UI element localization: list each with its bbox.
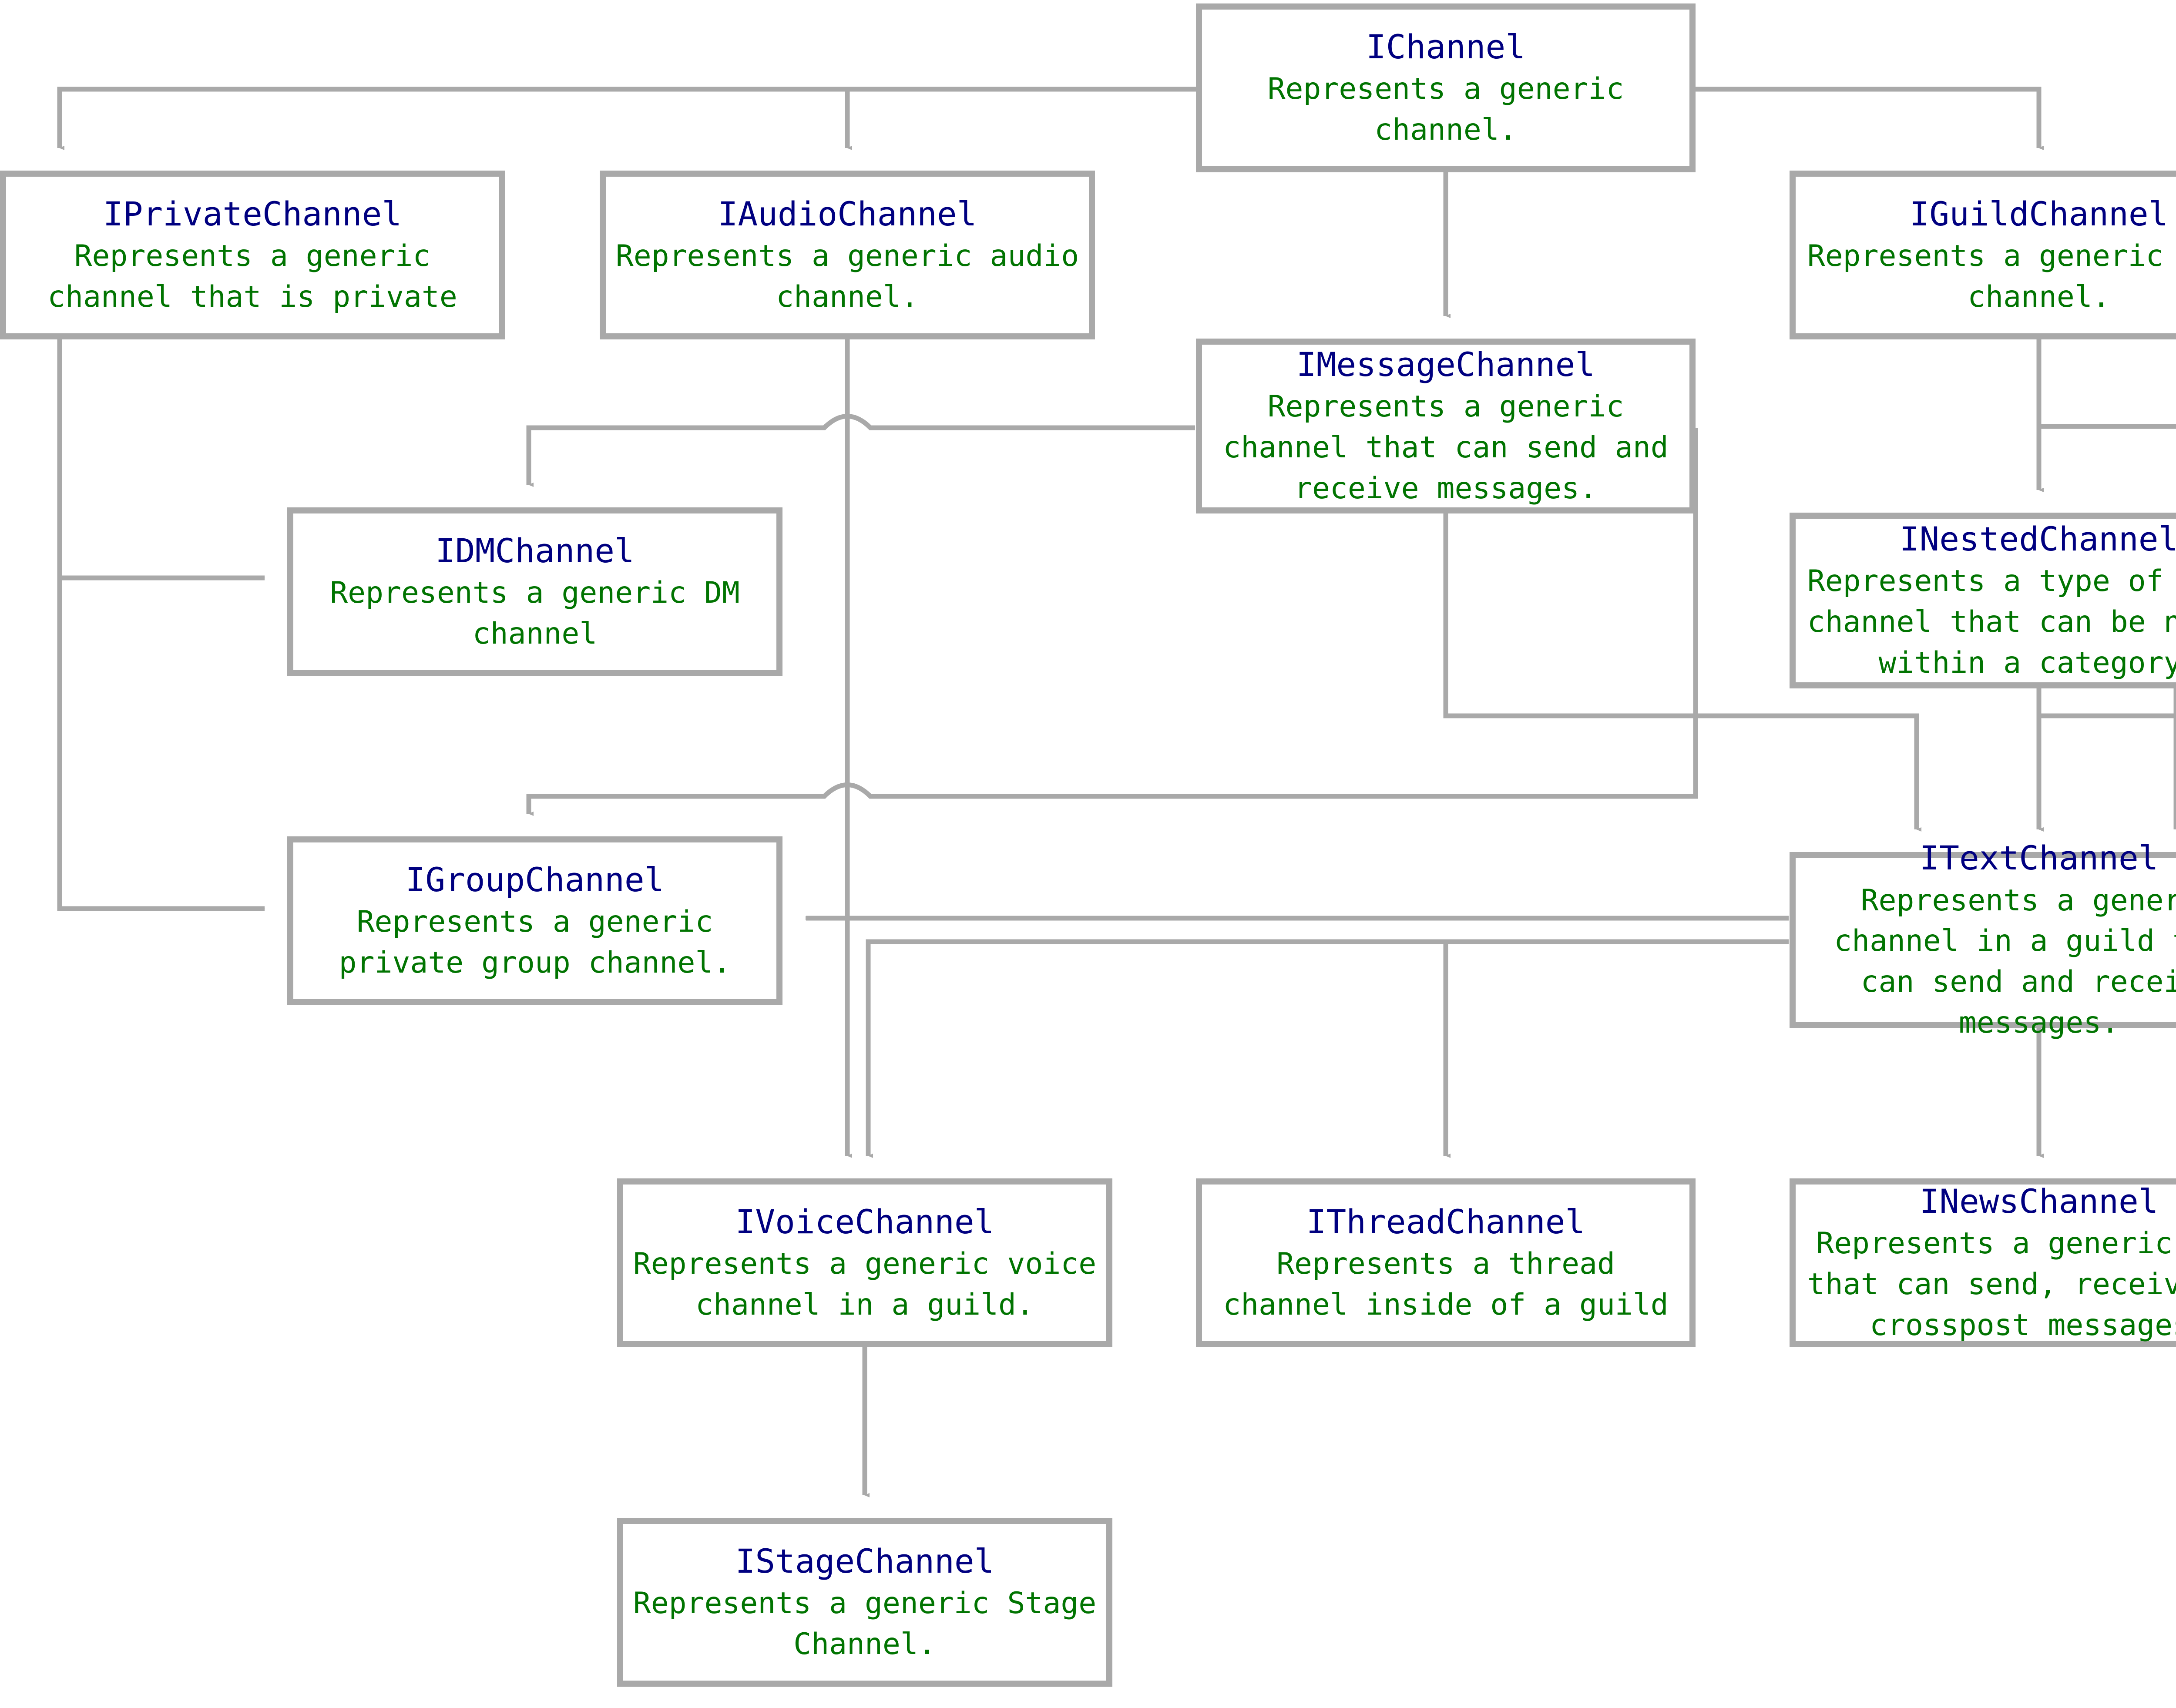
node-title: IThreadChannel [1306,1202,1585,1242]
node-description: Represents a generic Stage Channel. [633,1586,1097,1662]
node-title: IGuildChannel [1909,195,2169,234]
node-inewschannel[interactable]: INewsChannel Represents a generic news t… [1790,1178,2176,1347]
edge-imessagechannel-itextchannel [1443,513,1921,832]
node-idmchannel[interactable]: IDMChannel Represents a generic DM chann… [287,507,782,676]
node-description: Represents a generic news that can send,… [1807,1226,2176,1343]
node-title: IGroupChannel [405,860,665,899]
node-description: Represents a generic channel. [1267,72,1624,148]
node-imessagechannel[interactable]: IMessageChannel Represents a generic cha… [1196,339,1696,513]
edge-iprivatechannel-igroupchannel [57,578,265,911]
node-description: Represents a generic channel that can se… [1223,389,1669,506]
node-istagechannel[interactable]: IStageChannel Represents a generic Stage… [617,1518,1112,1687]
node-ithreadchannel[interactable]: IThreadChannel Represents a thread chann… [1196,1178,1696,1347]
node-title: IChannel [1366,27,1526,67]
node-description: Represents a type of guild channel that … [1807,564,2176,681]
node-description: Represents a generic audio channel. [615,239,1079,315]
node-ichannel[interactable]: IChannel Represents a generic channel. [1196,3,1696,172]
node-iprivatechannel[interactable]: IPrivateChannel Represents a generic cha… [0,171,505,339]
node-description: Represents a generic DM channel [330,576,740,651]
edge-itextchannel-ivoicechannel [866,939,1789,1158]
node-title: IPrivateChannel [103,195,402,234]
node-title: IStageChannel [735,1542,994,1581]
node-iaudiochannel[interactable]: IAudioChannel Represents a generic audio… [600,171,1095,339]
node-description: Represents a generic guild channel. [1807,239,2176,315]
node-ivoicechannel[interactable]: IVoiceChannel Represents a generic voice… [617,1178,1112,1347]
node-description: Represents a generic channel in a guild … [1834,883,2176,1040]
node-title: ITextChannel [1919,839,2159,878]
node-title: INewsChannel [1919,1182,2159,1221]
node-title: IAudioChannel [718,195,977,234]
node-title: IMessageChannel [1296,345,1595,384]
node-title: IDMChannel [435,531,635,570]
node-igroupchannel[interactable]: IGroupChannel Represents a generic priva… [287,836,782,1005]
edge-iguildchannel-iintegrationchannel [2039,424,2176,429]
node-itextchannel[interactable]: ITextChannel Represents a generic channe… [1790,839,2176,1040]
node-title: INestedChannel [1899,520,2176,559]
node-description: Represents a thread channel inside of a … [1223,1247,1669,1322]
node-inestedchannel[interactable]: INestedChannel Represents a type of guil… [1790,513,2176,688]
node-iguildchannel[interactable]: IGuildChannel Represents a generic guild… [1790,171,2176,339]
edge-inestedchannel-iforumchannel [2039,713,2176,718]
node-description: Represents a generic private group chann… [339,905,731,980]
node-title: IVoiceChannel [735,1202,994,1242]
node-description: Represents a generic voice channel in a … [633,1247,1097,1322]
edge-imessagechannel-idmchannel [526,414,1195,487]
node-description: Represents a generic channel that is pri… [47,239,457,315]
edge-iprivatechannel-idmchannel [57,339,265,581]
